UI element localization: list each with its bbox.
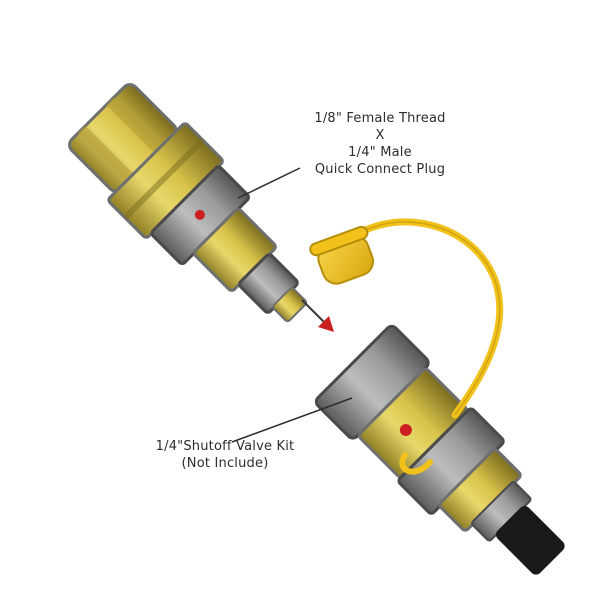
callout-top-line2: X (375, 128, 385, 143)
callout-top-line1: 1/8" Female Thread (314, 111, 446, 126)
callout-bottom-leader (231, 397, 353, 443)
callout-male-plug: 1/8" Female Thread X 1/4" Male Quick Con… (300, 110, 460, 178)
callout-top-line3: 1/4" Male (348, 145, 412, 160)
connect-arrow-head (318, 316, 334, 332)
callout-shutoff-valve: 1/4"Shutoff Valve Kit (Not Include) (140, 438, 310, 472)
callout-bottom-line1: 1/4"Shutoff Valve Kit (155, 439, 295, 454)
male-plug-fitting (68, 83, 308, 323)
shutoff-valve (314, 324, 565, 575)
callout-top-leader (237, 167, 301, 199)
callout-top-line4: Quick Connect Plug (314, 162, 446, 177)
dust-cap (309, 225, 375, 285)
tether-loop (399, 452, 433, 475)
callout-bottom-line2: (Not Include) (181, 456, 269, 471)
